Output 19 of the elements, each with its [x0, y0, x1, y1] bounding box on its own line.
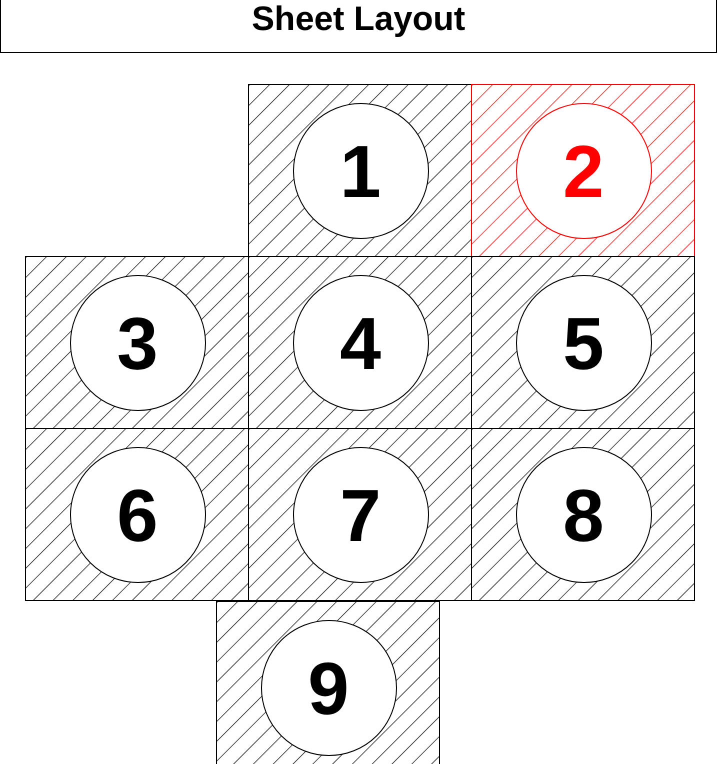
sheet-number: 6 [116, 472, 158, 558]
hatched-sheet [248, 256, 472, 429]
sheet-number: 2 [562, 128, 604, 214]
sheet-number: 4 [340, 300, 382, 386]
title: Sheet Layout [250, 0, 466, 38]
sheet-number: 1 [340, 128, 382, 214]
sheet-number: 5 [562, 300, 604, 386]
hatched-sheet [248, 428, 472, 601]
hatched-sheet [471, 256, 695, 429]
hatched-sheet [471, 84, 695, 257]
hatched-sheet [471, 428, 695, 601]
hatched-sheet [216, 601, 440, 764]
hatched-sheet [25, 428, 249, 601]
hatched-sheet [25, 256, 249, 429]
sheet-number: 7 [340, 472, 382, 558]
hatched-sheet [248, 84, 472, 257]
sheet-number: 8 [562, 472, 604, 558]
sheet-number: 3 [116, 300, 158, 386]
sheet-number: 9 [308, 646, 350, 730]
